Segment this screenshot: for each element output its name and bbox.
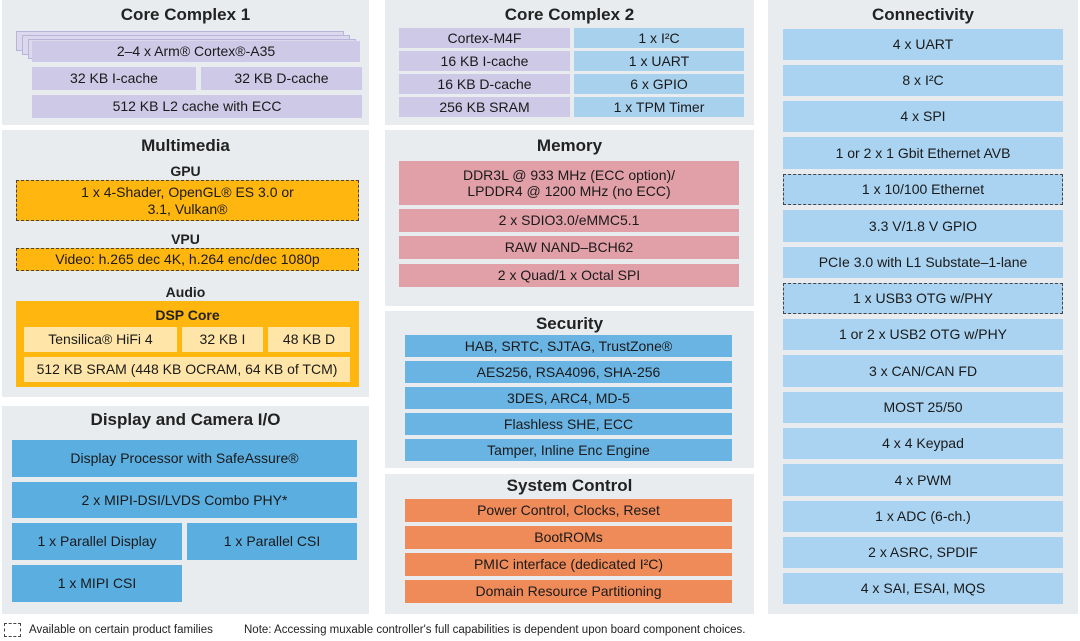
dsp-dcache-box: 48 KB D — [268, 327, 350, 352]
mipi-csi-box: 1 x MIPI CSI — [12, 565, 182, 602]
memory-panel: Memory DDR3L @ 933 MHz (ECC option)/ LPD… — [385, 130, 754, 306]
m4-tpm-box: 1 x TPM Timer — [574, 97, 744, 117]
footer-note: Note: Accessing muxable controller's ful… — [244, 624, 746, 636]
display-camera-panel: Display and Camera I/O Display Processor… — [2, 406, 369, 614]
m4-sram-box: 256 KB SRAM — [399, 97, 570, 117]
conn-pcie-box: PCIe 3.0 with L1 Substate–1-lane — [783, 247, 1063, 278]
audio-label: Audio — [165, 284, 206, 300]
multimedia-panel: Multimedia GPU 1 x 4-Shader, OpenGL® ES … — [2, 130, 369, 397]
dsp-icache-box: 32 KB I — [182, 327, 263, 352]
conn-asrc-box: 2 x ASRC, SPDIF — [783, 537, 1063, 568]
conn-ethernet-avb-box: 1 or 2 x 1 Gbit Ethernet AVB — [783, 137, 1063, 169]
ddr-box: DDR3L @ 933 MHz (ECC option)/ LPDDR4 @ 1… — [399, 161, 739, 205]
parallel-display-box: 1 x Parallel Display — [12, 523, 182, 560]
dsp-sram-box: 512 KB SRAM (448 KB OCRAM, 64 KB of TCM) — [24, 357, 350, 382]
memory-title: Memory — [536, 136, 603, 155]
m4-dcache-box: 16 KB D-cache — [399, 74, 570, 94]
m4-uart-box: 1 x UART — [574, 51, 744, 71]
connectivity-panel: Connectivity 4 x UART 8 x I²C 4 x SPI 1 … — [768, 0, 1078, 614]
mipi-dsi-box: 2 x MIPI-DSI/LVDS Combo PHY* — [12, 482, 357, 518]
power-control-box: Power Control, Clocks, Reset — [405, 499, 732, 522]
pmic-box: PMIC interface (dedicated I²C) — [405, 553, 732, 576]
nand-box: RAW NAND–BCH62 — [399, 236, 739, 259]
dcache-box: 32 KB D-cache — [201, 67, 362, 90]
aes-box: AES256, RSA4096, SHA-256 — [405, 361, 732, 383]
conn-keypad-box: 4 x 4 Keypad — [783, 428, 1063, 459]
dashed-legend-swatch — [4, 623, 21, 637]
conn-usb2-box: 1 or 2 x USB2 OTG w/PHY — [783, 319, 1063, 350]
core-complex-1-panel: Core Complex 1 2–4 x Arm® Cortex®-A35 32… — [2, 0, 369, 125]
conn-usb3-box: 1 x USB3 OTG w/PHY — [783, 283, 1063, 314]
connectivity-title: Connectivity — [871, 5, 975, 24]
dsp-core-label: DSP Core — [155, 307, 220, 323]
conn-sai-box: 4 x SAI, ESAI, MQS — [783, 573, 1063, 604]
conn-can-box: 3 x CAN/CAN FD — [783, 355, 1063, 387]
legend-text: Available on certain product families — [29, 624, 213, 636]
core-complex-2-panel: Core Complex 2 Cortex-M4F 16 KB I-cache … — [385, 0, 754, 125]
sdio-box: 2 x SDIO3.0/eMMC5.1 — [399, 209, 739, 232]
domain-partitioning-box: Domain Resource Partitioning — [405, 580, 732, 603]
gpu-box: 1 x 4-Shader, OpenGL® ES 3.0 or 3.1, Vul… — [16, 180, 359, 221]
conn-ethernet-100-box: 1 x 10/100 Ethernet — [783, 174, 1063, 205]
conn-spi-box: 4 x SPI — [783, 101, 1063, 132]
conn-gpio-box: 3.3 V/1.8 V GPIO — [783, 210, 1063, 242]
system-control-title: System Control — [506, 476, 633, 495]
conn-pwm-box: 4 x PWM — [783, 464, 1063, 496]
security-title: Security — [535, 314, 604, 333]
hab-box: HAB, SRTC, SJTAG, TrustZone® — [405, 335, 732, 357]
conn-uart-box: 4 x UART — [783, 29, 1063, 60]
l2-cache-box: 512 KB L2 cache with ECC — [32, 95, 362, 118]
conn-i2c-box: 8 x I²C — [783, 65, 1063, 96]
conn-adc-box: 1 x ADC (6-ch.) — [783, 501, 1063, 532]
spi-flash-box: 2 x Quad/1 x Octal SPI — [399, 264, 739, 287]
m4-icache-box: 16 KB I-cache — [399, 51, 570, 71]
vpu-label: VPU — [171, 231, 200, 247]
parallel-csi-box: 1 x Parallel CSI — [187, 523, 357, 560]
gpu-label: GPU — [170, 163, 201, 179]
dsp-core-block: DSP Core Tensilica® HiFi 4 32 KB I 48 KB… — [16, 301, 359, 387]
m4-gpio-box: 6 x GPIO — [574, 74, 744, 94]
m4-i2c-box: 1 x I²C — [574, 28, 744, 48]
bootroms-box: BootROMs — [405, 526, 732, 549]
cortex-m4f-box: Cortex-M4F — [399, 28, 570, 48]
hifi4-box: Tensilica® HiFi 4 — [24, 327, 177, 352]
icache-box: 32 KB I-cache — [32, 67, 196, 90]
multimedia-title: Multimedia — [141, 136, 230, 155]
des-box: 3DES, ARC4, MD-5 — [405, 387, 732, 409]
vpu-box: Video: h.265 dec 4K, h.264 enc/dec 1080p — [16, 248, 359, 271]
she-box: Flashless SHE, ECC — [405, 413, 732, 435]
display-processor-box: Display Processor with SafeAssure® — [12, 440, 357, 477]
conn-most-box: MOST 25/50 — [783, 392, 1063, 423]
display-camera-title: Display and Camera I/O — [90, 410, 281, 429]
core-complex-1-title: Core Complex 1 — [120, 5, 251, 24]
system-control-panel: System Control Power Control, Clocks, Re… — [385, 474, 754, 614]
core-complex-2-title: Core Complex 2 — [504, 5, 635, 24]
a35-cores-box: 2–4 x Arm® Cortex®-A35 — [32, 41, 360, 62]
tamper-box: Tamper, Inline Enc Engine — [405, 439, 732, 461]
security-panel: Security HAB, SRTC, SJTAG, TrustZone® AE… — [385, 311, 754, 468]
